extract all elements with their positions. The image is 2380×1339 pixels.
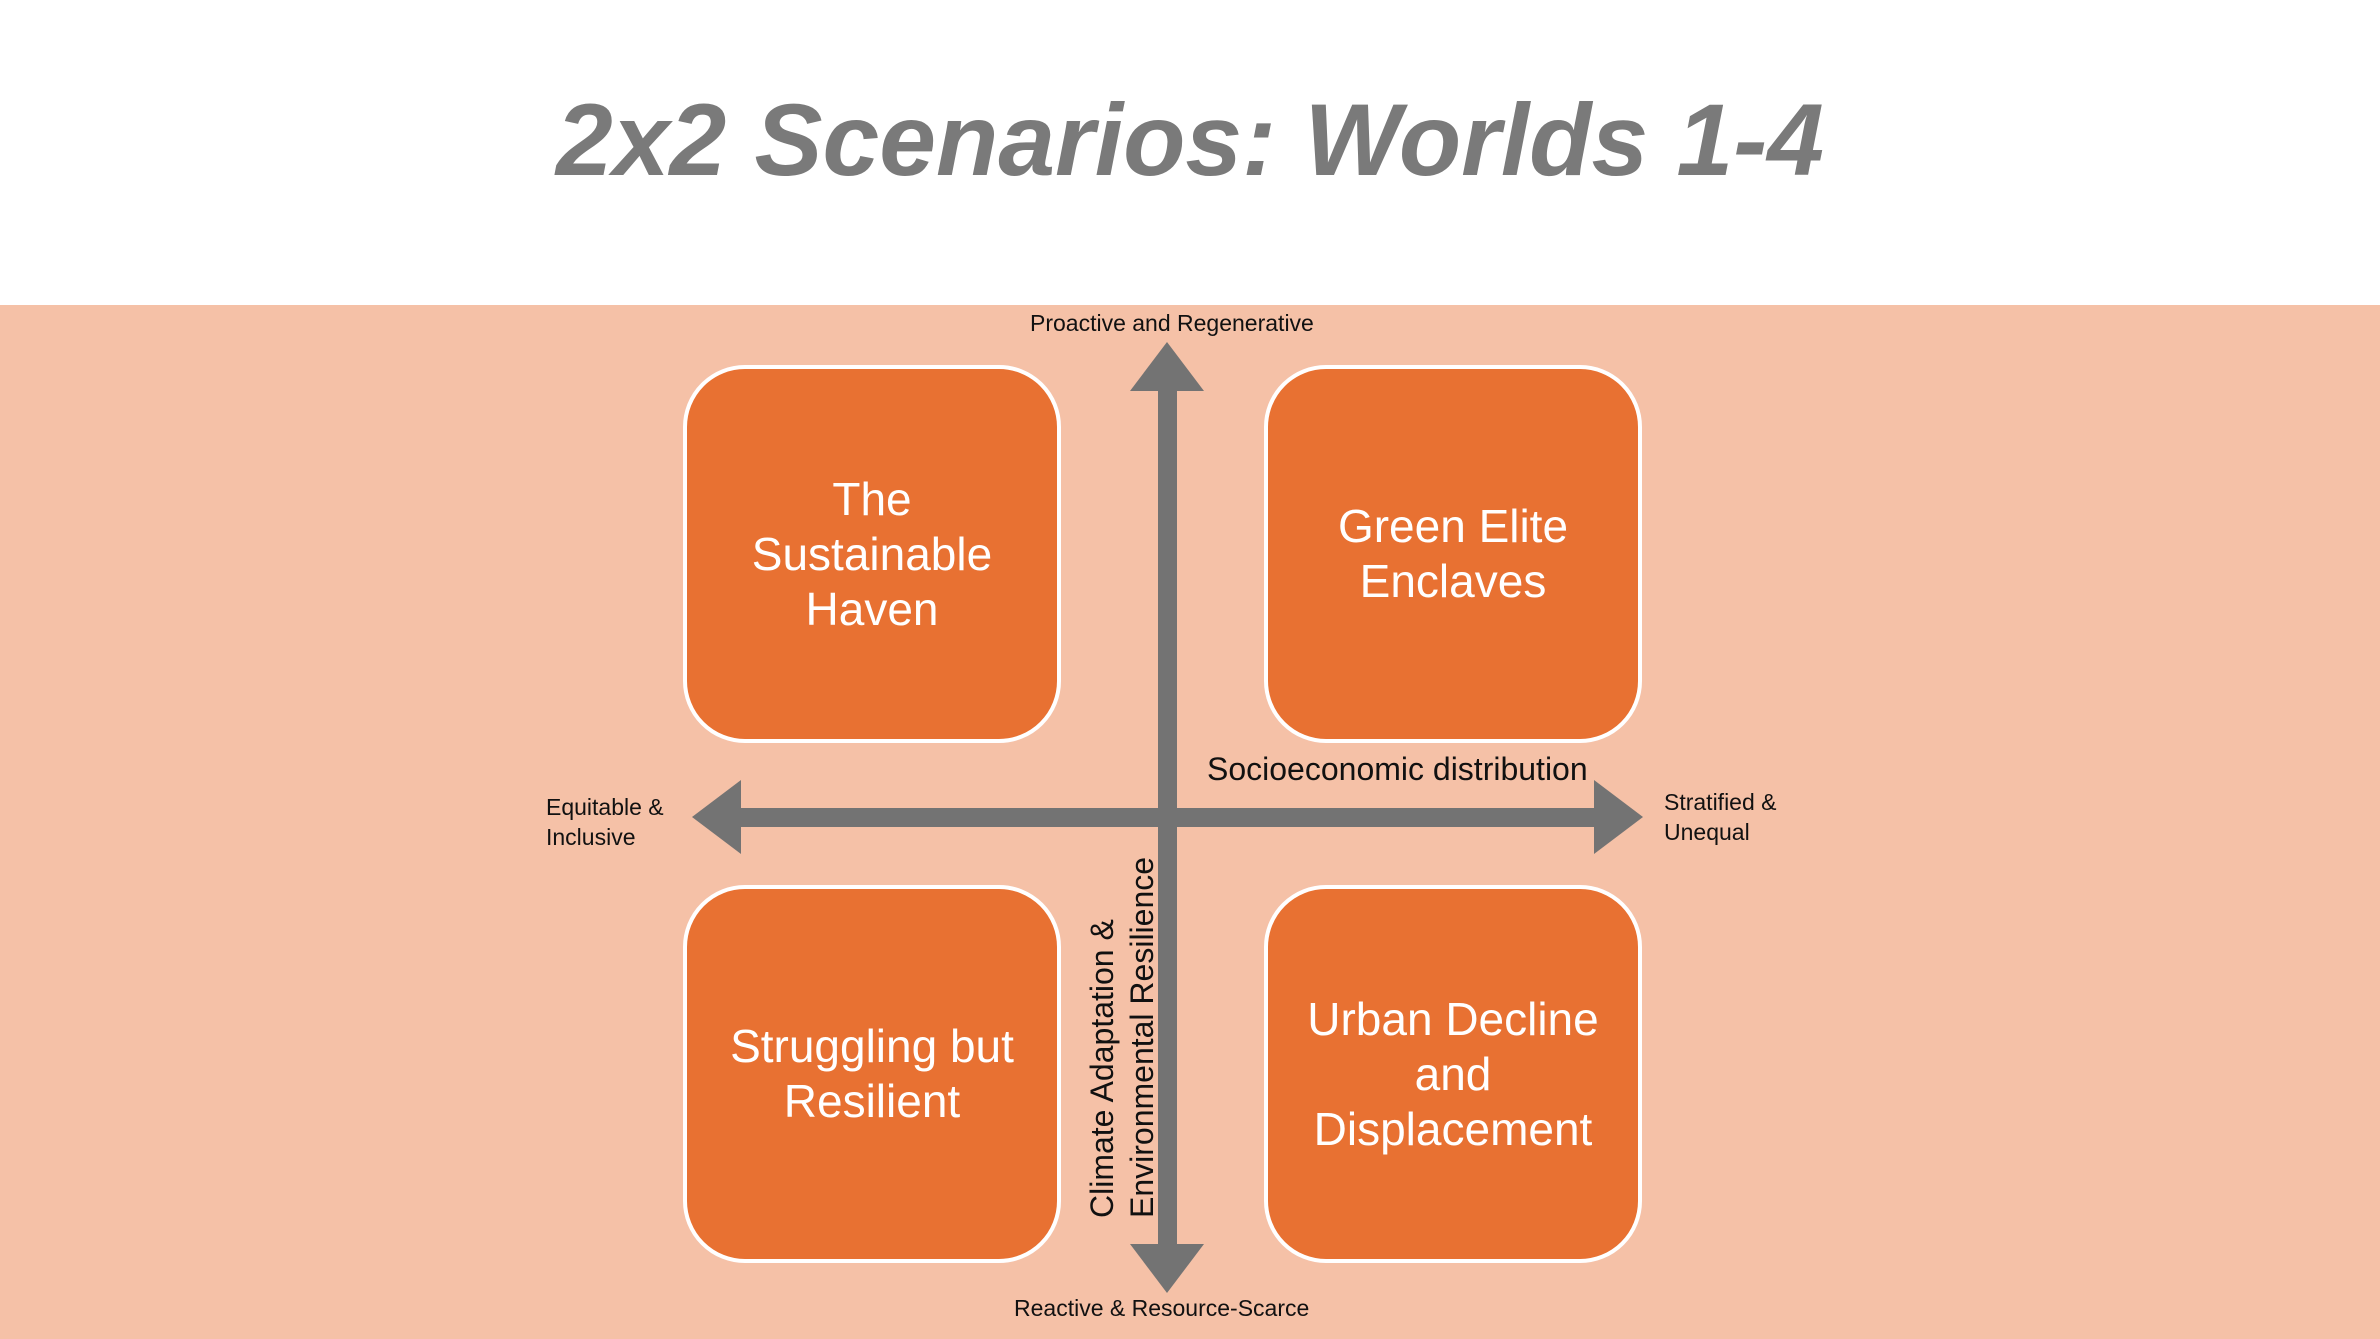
quadrant-bottom-left-label: Struggling but Resilient bbox=[730, 1020, 1014, 1127]
vertical-axis-title-line1: Climate Adaptation & bbox=[1084, 919, 1120, 1218]
horizontal-axis-right-label: Stratified & Unequal bbox=[1664, 787, 1777, 847]
slide-title: 2x2 Scenarios: Worlds 1-4 bbox=[556, 83, 1824, 197]
horizontal-axis-left-label: Equitable & Inclusive bbox=[546, 792, 664, 852]
vertical-axis-bottom-label: Reactive & Resource-Scarce bbox=[1014, 1295, 1310, 1321]
quadrant-top-right: Green Elite Enclaves bbox=[1264, 365, 1642, 743]
horizontal-axis-right-label-line2: Unequal bbox=[1664, 819, 1750, 845]
vertical-axis-arrowhead-top bbox=[1130, 342, 1204, 391]
vertical-axis-top-label: Proactive and Regenerative bbox=[1030, 310, 1314, 336]
horizontal-axis-arrowhead-right bbox=[1594, 780, 1643, 854]
quadrant-top-right-label: Green Elite Enclaves bbox=[1337, 500, 1569, 607]
horizontal-axis-right-label-line1: Stratified & bbox=[1664, 789, 1777, 815]
horizontal-axis-shaft bbox=[735, 808, 1607, 827]
horizontal-axis-arrowhead-left bbox=[692, 780, 741, 854]
horizontal-axis-left-label-line2: Inclusive bbox=[546, 824, 636, 850]
vertical-axis-arrowhead-bottom bbox=[1130, 1244, 1204, 1293]
quadrant-top-left-label: The Sustainable Haven bbox=[751, 472, 993, 635]
quadrant-bottom-right: Urban Decline and Displacement bbox=[1264, 885, 1642, 1263]
vertical-axis-title-line2: Environmental Resilience bbox=[1124, 856, 1160, 1218]
quadrant-bottom-right-label: Urban Decline and Displacement bbox=[1307, 992, 1599, 1155]
vertical-axis-title: Climate Adaptation & Environmental Resil… bbox=[1082, 857, 1162, 1218]
horizontal-axis-left-label-line1: Equitable & bbox=[546, 794, 664, 820]
quadrant-top-left: The Sustainable Haven bbox=[683, 365, 1061, 743]
quadrant-bottom-left: Struggling but Resilient bbox=[683, 885, 1061, 1263]
horizontal-axis-title: Socioeconomic distribution bbox=[1207, 751, 1588, 787]
